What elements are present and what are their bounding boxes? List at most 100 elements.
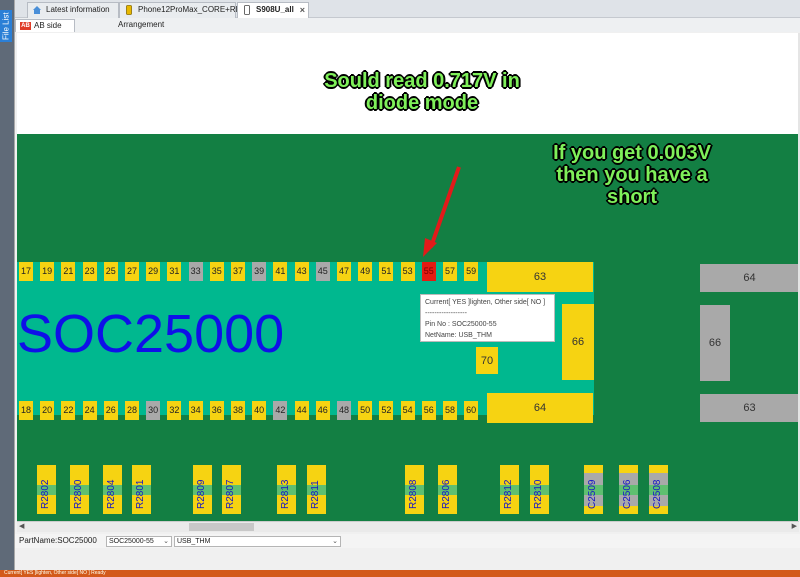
pin-57[interactable]: 57 xyxy=(443,262,457,281)
pin-18[interactable]: 18 xyxy=(19,401,33,420)
component-r2800[interactable]: R2800 xyxy=(70,465,89,514)
vertical-scrollbar[interactable] xyxy=(798,33,800,521)
pin-51[interactable]: 51 xyxy=(379,262,394,281)
component-band xyxy=(438,485,457,495)
pin-38[interactable]: 38 xyxy=(231,401,245,420)
component-body xyxy=(405,473,424,506)
pin-42[interactable]: 42 xyxy=(273,401,288,420)
pin-47[interactable]: 47 xyxy=(337,262,351,281)
pin-25[interactable]: 25 xyxy=(103,262,118,281)
component-r2807[interactable]: R2807 xyxy=(222,465,241,514)
pin-49[interactable]: 49 xyxy=(358,262,373,281)
pad-66[interactable]: 66 xyxy=(562,304,594,380)
tab-arrangement[interactable]: Arrangement xyxy=(118,20,165,29)
pin-44[interactable]: 44 xyxy=(294,401,309,420)
pin-59[interactable]: 59 xyxy=(464,262,479,281)
component-r2810[interactable]: R2810 xyxy=(530,465,549,514)
tab-latest-information[interactable]: Latest information xyxy=(27,2,119,18)
component-pad xyxy=(132,465,151,473)
pin-30[interactable]: 30 xyxy=(146,401,161,420)
pin-53[interactable]: 53 xyxy=(400,262,415,281)
component-r2806[interactable]: R2806 xyxy=(438,465,457,514)
pin-48[interactable]: 48 xyxy=(337,401,351,420)
document-tab-bar: Latest information Phone12ProMax_CORE+RF… xyxy=(15,0,800,18)
pin-19[interactable]: 19 xyxy=(40,262,55,281)
pin-23[interactable]: 23 xyxy=(82,262,97,281)
pad-63-right[interactable]: 63 xyxy=(700,394,799,422)
close-icon[interactable]: × xyxy=(299,5,305,15)
pad-64[interactable]: 64 xyxy=(487,393,593,423)
tab-phone12promax[interactable]: Phone12ProMax_CORE+RF xyxy=(119,2,241,18)
file-list-tab[interactable]: File List xyxy=(0,10,12,42)
pin-36[interactable]: 36 xyxy=(209,401,224,420)
pin-40[interactable]: 40 xyxy=(252,401,267,420)
pin-52[interactable]: 52 xyxy=(379,401,394,420)
pin-31[interactable]: 31 xyxy=(167,262,182,281)
pin-tooltip: Current[ YES ]lighten, Other side[ NO ] … xyxy=(420,294,555,342)
pad-64-right[interactable]: 64 xyxy=(700,264,799,292)
pin-35[interactable]: 35 xyxy=(209,262,224,281)
pcb-viewer-canvas[interactable]: 17 19 21 23 25 27 29 31 33 35 37 39 41 43 45 47 49 51 53 55… xyxy=(17,33,799,521)
component-r2804[interactable]: R2804 xyxy=(103,465,122,514)
tab-s908u-all[interactable]: S908U_all × xyxy=(237,2,309,18)
component-r2808[interactable]: R2808 xyxy=(405,465,424,514)
side-tab-bar: AB AB side Arrangement xyxy=(15,18,800,32)
pad-63[interactable]: 63 xyxy=(487,262,593,292)
pin-27[interactable]: 27 xyxy=(125,262,139,281)
pin-60[interactable]: 60 xyxy=(464,401,479,420)
pin-32[interactable]: 32 xyxy=(167,401,182,420)
component-r2802[interactable]: R2802 xyxy=(37,465,56,514)
component-body xyxy=(619,473,638,506)
component-r2813[interactable]: R2813 xyxy=(277,465,296,514)
app-window: Latest information Phone12ProMax_CORE+RF… xyxy=(15,0,800,570)
pin-24[interactable]: 24 xyxy=(82,401,97,420)
pin-41[interactable]: 41 xyxy=(273,262,288,281)
pin-46[interactable]: 46 xyxy=(315,401,330,420)
pin-45[interactable]: 45 xyxy=(315,262,330,281)
pin-34[interactable]: 34 xyxy=(188,401,203,420)
net-select[interactable]: USB_THM ⌄ xyxy=(174,536,341,547)
scrollbar-thumb[interactable] xyxy=(189,523,254,531)
scroll-right-icon[interactable]: ▶ xyxy=(791,523,797,530)
component-pad xyxy=(405,506,424,514)
scroll-left-icon[interactable]: ◀ xyxy=(19,523,25,530)
component-label: R2804 xyxy=(106,479,117,509)
component-body xyxy=(37,473,56,506)
pad-66-right[interactable]: 66 xyxy=(700,305,730,381)
pin-26[interactable]: 26 xyxy=(103,401,118,420)
component-c2508[interactable]: C2508 xyxy=(649,465,668,514)
pin-39[interactable]: 39 xyxy=(252,262,267,281)
pin-37[interactable]: 37 xyxy=(231,262,245,281)
component-r2801[interactable]: R2801 xyxy=(132,465,151,514)
net-select-value: USB_THM xyxy=(177,538,211,545)
pin-33[interactable]: 33 xyxy=(188,262,203,281)
component-r2812[interactable]: R2812 xyxy=(500,465,519,514)
pin-17[interactable]: 17 xyxy=(19,262,33,281)
pin-22[interactable]: 22 xyxy=(61,401,76,420)
component-r2809[interactable]: R2809 xyxy=(193,465,212,514)
part-name-label: PartName:SOC25000 xyxy=(19,536,97,545)
pin-29[interactable]: 29 xyxy=(146,262,161,281)
pin-58[interactable]: 58 xyxy=(443,401,457,420)
tooltip-divider: ------------------ xyxy=(425,310,467,317)
pin-20[interactable]: 20 xyxy=(40,401,55,420)
pad-70[interactable]: 70 xyxy=(476,347,498,374)
pin-21[interactable]: 21 xyxy=(61,262,76,281)
pin-54[interactable]: 54 xyxy=(400,401,415,420)
pin-28[interactable]: 28 xyxy=(125,401,139,420)
component-pad xyxy=(222,465,241,473)
tab-ab-side[interactable]: AB AB side xyxy=(15,19,75,32)
component-body xyxy=(193,473,212,506)
pin-50[interactable]: 50 xyxy=(358,401,373,420)
component-label: R2801 xyxy=(135,479,146,509)
component-r2811[interactable]: R2811 xyxy=(307,465,326,514)
pin-55[interactable]: 55 xyxy=(421,262,436,281)
pin-select[interactable]: SOC25000-55 ⌄ xyxy=(106,536,172,547)
component-band xyxy=(103,485,122,495)
horizontal-scrollbar[interactable]: ◀ ▶ xyxy=(17,521,799,532)
component-c2509[interactable]: C2509 xyxy=(584,465,603,514)
pin-56[interactable]: 56 xyxy=(421,401,436,420)
component-c2506[interactable]: C2506 xyxy=(619,465,638,514)
pin-43[interactable]: 43 xyxy=(294,262,309,281)
short-annotation: If you get 0.003V then you have a short xyxy=(553,142,711,208)
